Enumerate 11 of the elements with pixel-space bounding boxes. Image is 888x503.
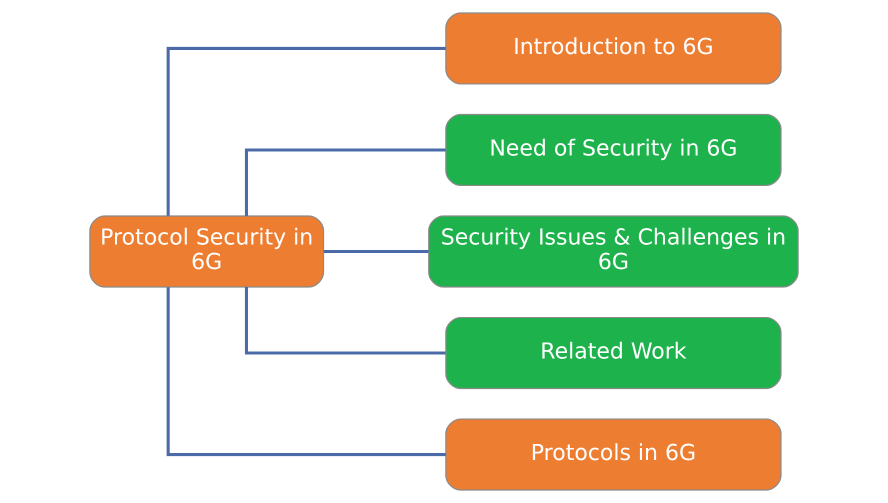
node-box: Related Work	[445, 316, 782, 390]
connector	[166, 46, 446, 216]
node-box: Introduction to 6G	[445, 12, 782, 85]
connector	[244, 148, 446, 216]
node-box: Protocol Security in 6G	[89, 215, 324, 288]
node-box: Protocols in 6G	[445, 418, 782, 491]
connector	[166, 287, 446, 456]
node-box: Need of Security in 6G	[445, 114, 782, 186]
node-box: Security Issues & Challenges in 6G	[428, 215, 799, 288]
connector	[324, 250, 429, 254]
connector	[244, 287, 446, 355]
